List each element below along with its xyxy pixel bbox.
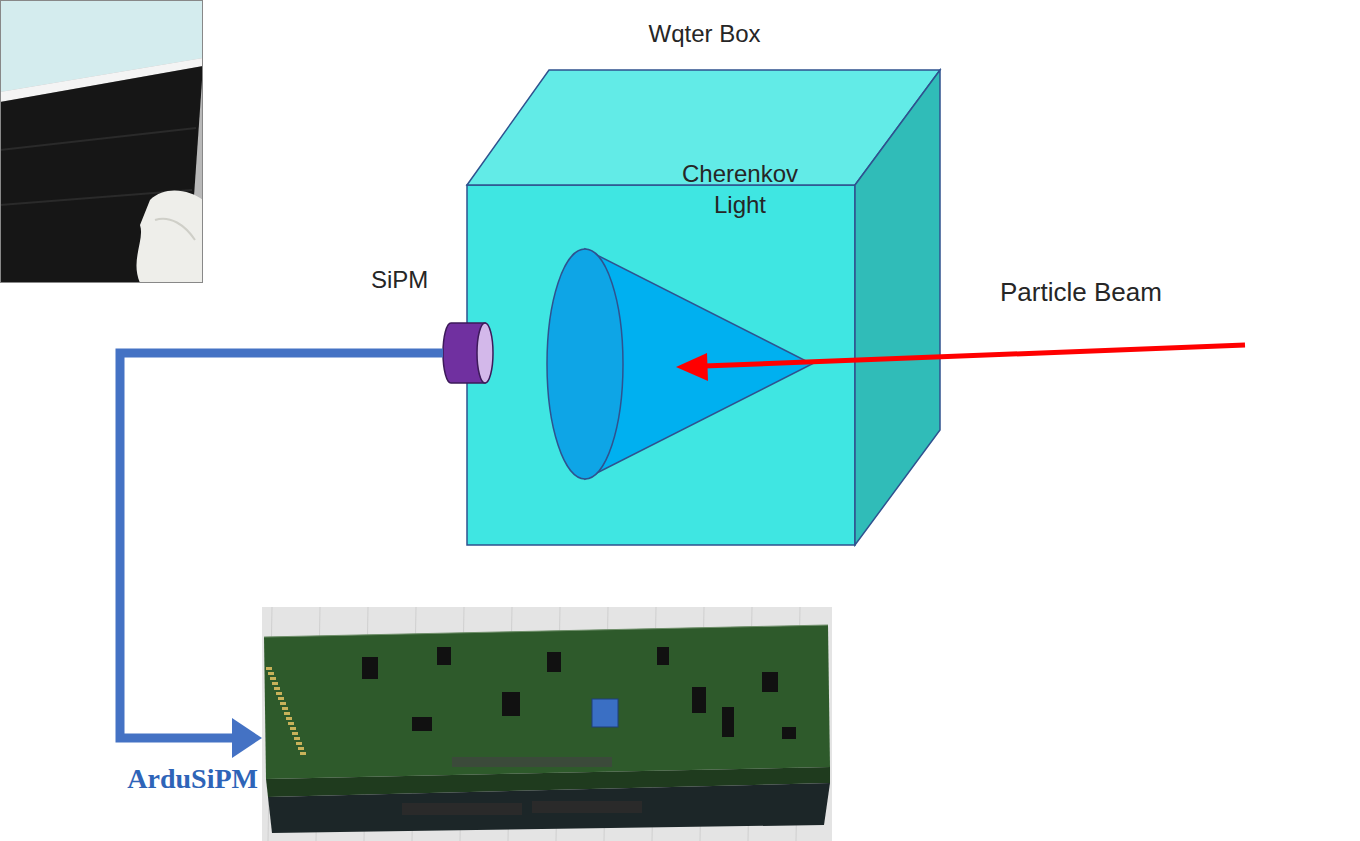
beam-label: Particle Beam [1000, 277, 1162, 308]
cherenkov-cone [545, 150, 815, 495]
cherenkov-light: Cherenkov Light [545, 150, 815, 495]
sipm-sensor [443, 322, 495, 384]
box-photo [0, 0, 203, 283]
sensor-label: SiPM [371, 266, 428, 294]
cone-label: Cherenkov Light [670, 158, 810, 220]
box-title: Wqter Box [467, 20, 942, 48]
water-box: Wqter BoxCherenkov Light [467, 20, 942, 547]
sipm-node: SiPM [443, 322, 495, 384]
ardusipm-node: ArduSiPM [262, 607, 832, 841]
water-box-shape [467, 20, 942, 547]
ardusipm-board-photo [262, 607, 832, 841]
board-label: ArduSiPM [127, 763, 258, 795]
